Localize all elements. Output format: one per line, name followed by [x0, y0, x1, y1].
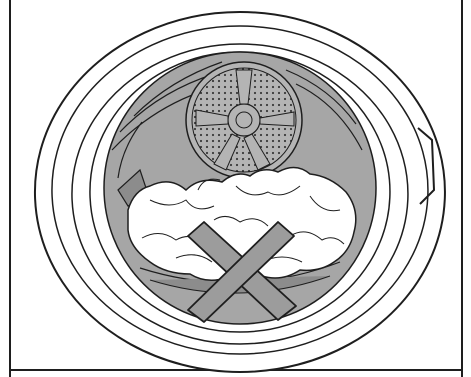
laundry-pile [127, 166, 357, 283]
cross-mark-icon [187, 221, 297, 323]
drum-filter [185, 61, 303, 179]
